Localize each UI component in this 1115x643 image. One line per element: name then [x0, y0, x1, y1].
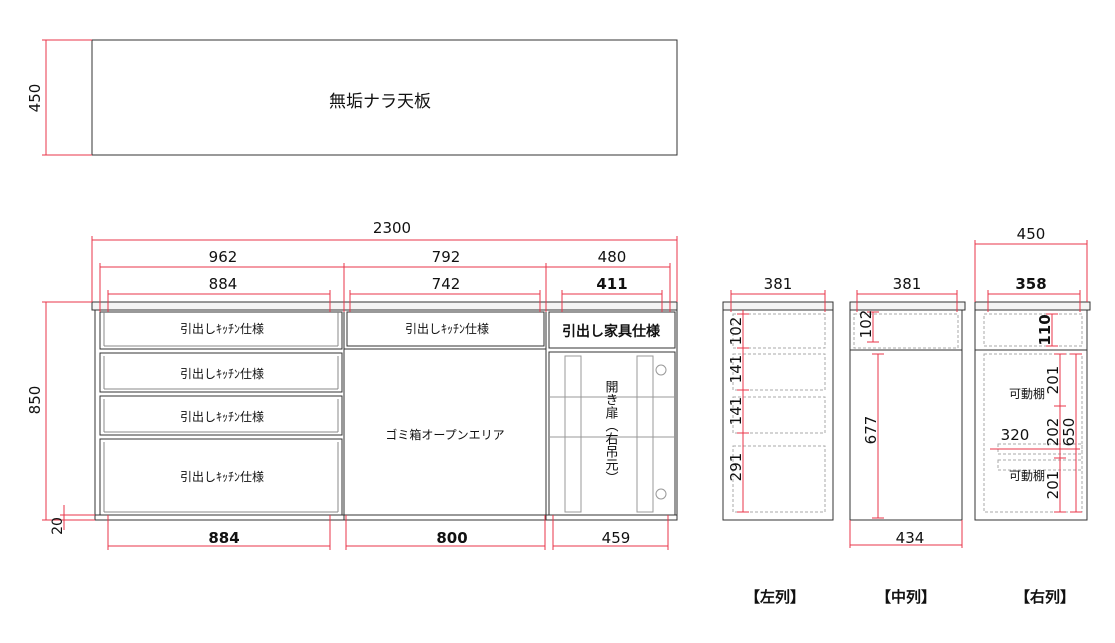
left-drawer-2	[99, 352, 343, 393]
mid-inner-width: 742	[432, 275, 461, 293]
top-view: 450 無垢ナラ天板	[26, 39, 678, 156]
mid-drawer-label: 引出しｷｯﾁﾝ仕様	[405, 322, 489, 336]
left-column-caption: 【左列】	[745, 588, 805, 606]
left-side-height-1: 102	[727, 317, 745, 346]
right-bottom-width: 459	[602, 529, 631, 547]
right-drawer	[548, 311, 676, 349]
front-height-dimension: 850	[26, 386, 44, 415]
right-shelf-label-2: 可動棚	[1009, 468, 1045, 483]
mid-drawer	[346, 311, 545, 347]
right-inner-height: 650	[1060, 418, 1078, 447]
right-door-label: 開き扉（右吊元）	[603, 380, 619, 484]
left-side-height-2: 141	[727, 355, 745, 384]
mid-section-width: 792	[432, 248, 461, 266]
middle-column-caption: 【中列】	[876, 588, 936, 606]
left-side-height-3: 141	[727, 397, 745, 426]
middle-side-height: 677	[862, 416, 880, 445]
left-inner-width: 884	[209, 275, 238, 293]
right-side-top: 110	[1036, 314, 1054, 345]
front-view: 引出しｷｯﾁﾝ仕様 引出しｷｯﾁﾝ仕様 引出しｷｯﾁﾝ仕様 引出しｷｯﾁﾝ仕様 …	[26, 219, 678, 550]
right-side-depth: 450	[1017, 225, 1046, 243]
right-drawer-label: 引出し家具仕様	[562, 323, 661, 340]
top-depth-dimension: 450	[26, 84, 44, 113]
middle-side-top: 102	[857, 310, 875, 339]
middle-side-width: 381	[893, 275, 922, 293]
side-view-right: 450 358 110 201 202 201 650 320 可動棚 可動棚 …	[974, 225, 1091, 606]
side-view-middle: 381 102 677 434 【中列】	[849, 275, 966, 606]
left-drawer-3	[99, 395, 343, 436]
right-shelf-pitch-3: 201	[1044, 471, 1062, 500]
right-column-caption: 【右列】	[1015, 588, 1075, 606]
left-drawer-1	[99, 311, 343, 350]
side-view-left: 381 102 141 141 291 【左列】	[722, 275, 834, 606]
right-shelf-depth: 320	[1001, 426, 1030, 444]
left-drawer-2-label: 引出しｷｯﾁﾝ仕様	[180, 367, 264, 381]
middle-side-bottom-depth: 434	[896, 529, 925, 547]
right-shelf-pitch-1: 201	[1044, 366, 1062, 395]
right-shelf-label-1: 可動棚	[1009, 386, 1045, 401]
right-inner-width: 411	[596, 275, 627, 293]
left-section-width: 962	[209, 248, 238, 266]
top-board-outline	[91, 39, 678, 156]
plinth-dimension: 20	[50, 517, 66, 535]
right-door	[548, 351, 676, 516]
right-shelf-pitch-2: 202	[1044, 418, 1062, 447]
left-drawer-4	[99, 438, 343, 516]
left-drawer-1-label: 引出しｷｯﾁﾝ仕様	[180, 322, 264, 336]
front-body	[94, 309, 678, 521]
front-countertop	[91, 301, 678, 311]
mid-open-area-label: ゴミ箱オープンエリア	[385, 427, 504, 442]
right-section-width: 480	[598, 248, 627, 266]
left-side-width: 381	[764, 275, 793, 293]
left-drawer-4-label: 引出しｷｯﾁﾝ仕様	[180, 470, 264, 484]
mid-bottom-width: 800	[436, 529, 467, 547]
overall-width-dimension: 2300	[373, 219, 411, 237]
top-board-label: 無垢ナラ天板	[329, 92, 431, 112]
left-drawer-3-label: 引出しｷｯﾁﾝ仕様	[180, 410, 264, 424]
right-side-inner: 358	[1015, 275, 1046, 293]
left-bottom-width: 884	[208, 529, 239, 547]
left-side-height-4: 291	[727, 453, 745, 482]
